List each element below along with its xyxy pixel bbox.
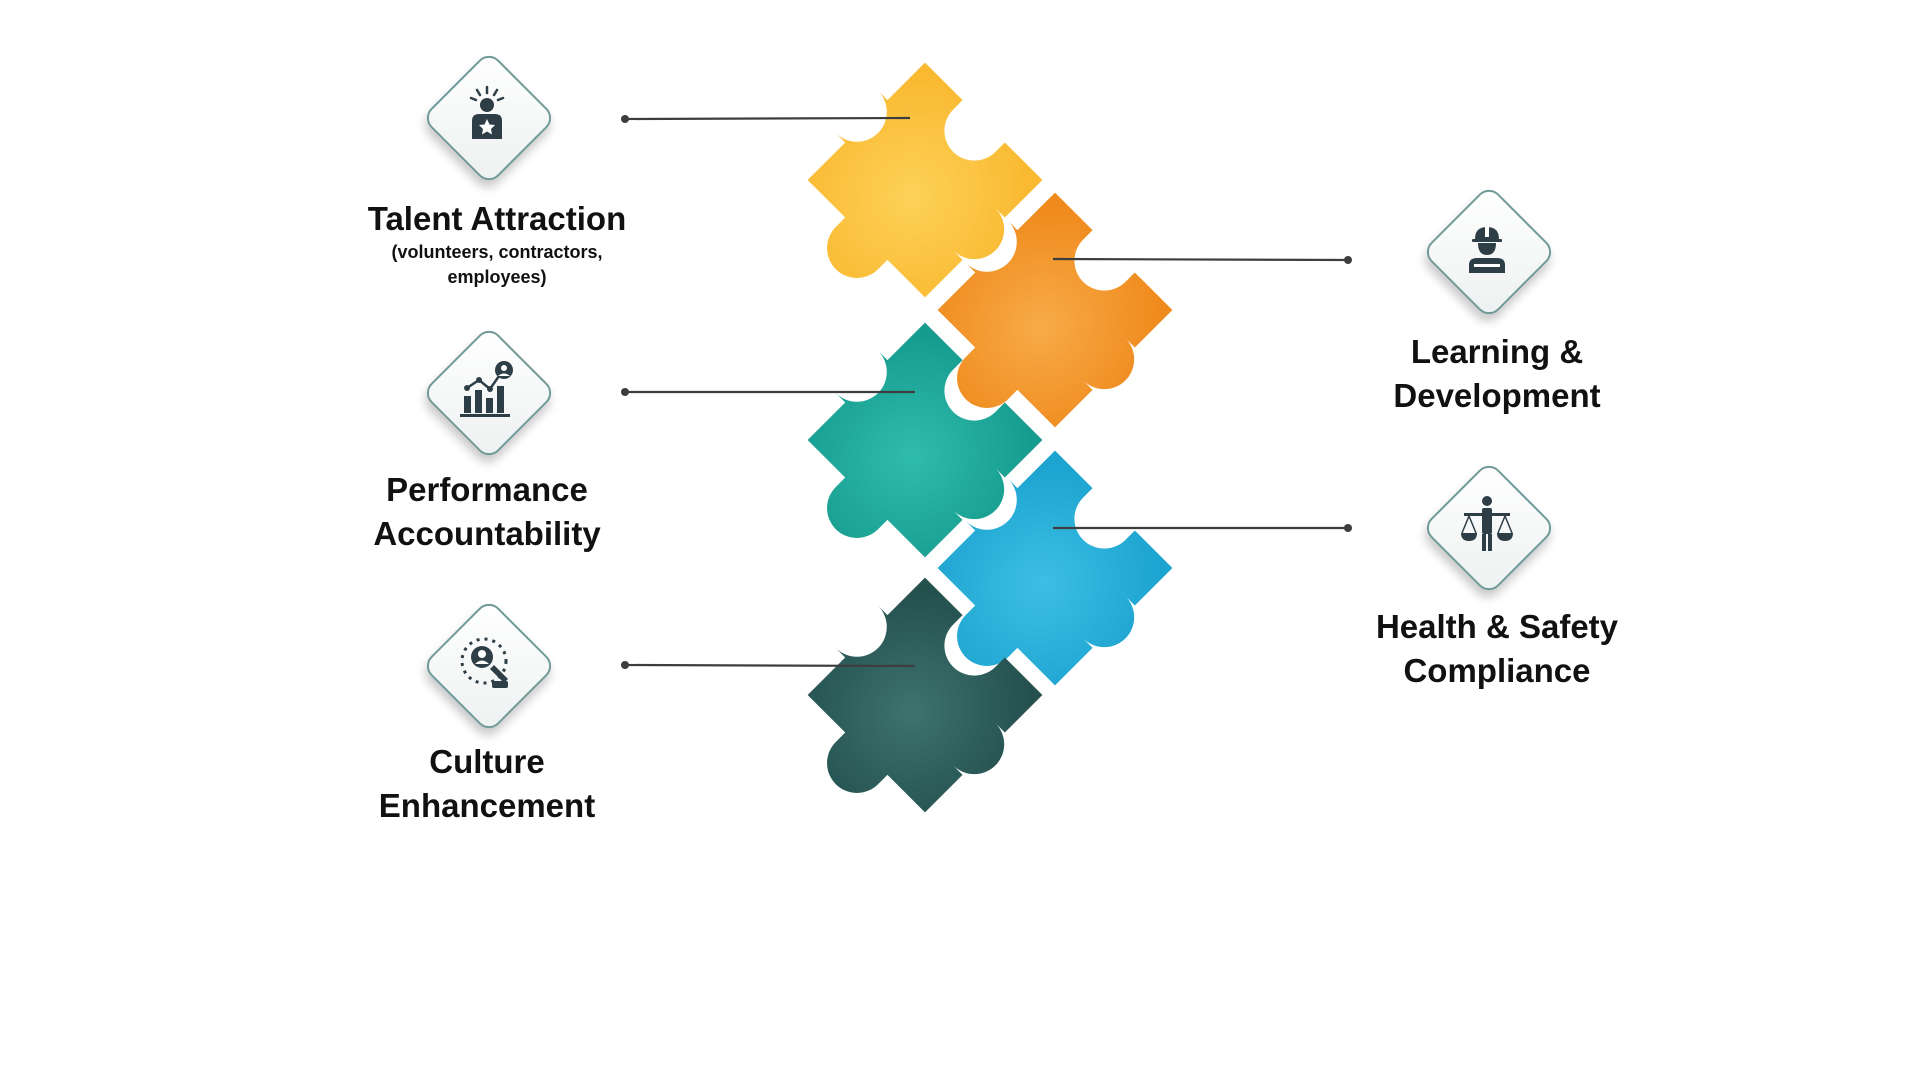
connector-health — [1053, 524, 1352, 532]
connector-talent — [621, 115, 911, 123]
label-performance-line1: Performance — [386, 471, 588, 508]
growth-chart-icon — [452, 356, 522, 426]
scales-of-justice-icon — [1452, 491, 1522, 561]
connector-learning — [1052, 256, 1352, 264]
connector-culture — [621, 661, 916, 669]
label-culture-line2: Enhancement — [378, 787, 596, 824]
label-learning-development: Learning & Development — [1337, 330, 1657, 418]
people-search-icon — [452, 629, 522, 699]
label-talent-attraction-subtitle: (volunteers, contractors, employees) — [391, 242, 603, 287]
label-culture-enhancement: Culture Enhancement — [327, 740, 647, 828]
label-performance-line2: Accountability — [373, 515, 601, 552]
label-health-line1: Health & Safety — [1375, 608, 1619, 645]
employee-star-icon — [452, 81, 522, 151]
label-learning-line1: Learning & — [1410, 333, 1584, 370]
label-talent-attraction: Talent Attraction — [367, 200, 627, 237]
label-performance-accountability: Performance Accountability — [327, 468, 647, 556]
label-health-safety: Health & Safety Compliance — [1337, 605, 1657, 693]
construction-worker-icon — [1452, 215, 1522, 285]
connector-performance — [621, 388, 915, 396]
label-health-line2: Compliance — [1403, 652, 1591, 689]
label-culture-line1: Culture — [429, 743, 545, 780]
label-learning-line2: Development — [1393, 377, 1601, 414]
